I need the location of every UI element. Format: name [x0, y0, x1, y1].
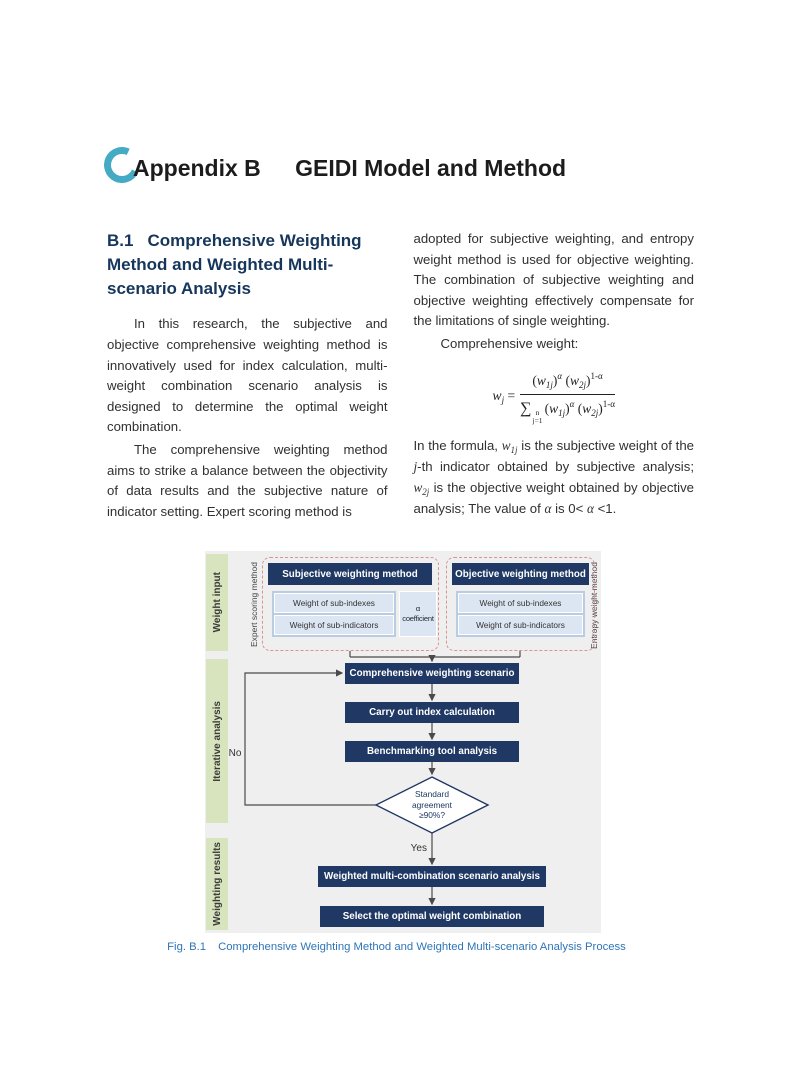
flowchart-figure: Weight input Iterative analysis Weightin…	[205, 551, 601, 933]
step-benchmarking-analysis: Benchmarking tool analysis	[345, 741, 519, 762]
stage-iterative-analysis: Iterative analysis	[206, 659, 228, 823]
step-weighted-multi-combination: Weighted multi-combination scenario anal…	[318, 866, 546, 887]
expert-scoring-method-label: Expert scoring method	[249, 562, 259, 648]
decision-standard-agreement: Standard agreement ≥90%?	[411, 789, 453, 821]
figure-caption: Fig. B.1 Comprehensive Weighting Method a…	[0, 941, 793, 953]
formula-numerator: (w1j)α (w2j)1-α	[520, 368, 615, 395]
appendix-title-row: Appendix B GEIDI Model and Method	[98, 141, 566, 192]
subjective-weighting-group	[262, 557, 439, 651]
section-heading-text: Comprehensive Weighting Method and Weigh…	[107, 231, 362, 299]
objective-sub-indexes: Weight of sub-indexes	[458, 593, 583, 613]
objective-weighting-header: Objective weighting method	[452, 563, 589, 585]
appendix-title-text: GEIDI Model and Method	[295, 155, 567, 181]
objective-weights-panel: Weight of sub-indexes Weight of sub-indi…	[456, 591, 585, 637]
no-label: No	[228, 748, 242, 759]
stage-weight-input: Weight input	[206, 554, 228, 651]
formula-lhs: wj =	[492, 388, 516, 406]
right-column: adopted for subjective weighting, and en…	[414, 229, 695, 524]
subjective-weights-panel: Weight of sub-indexes Weight of sub-indi…	[272, 591, 396, 637]
subjective-sub-indicators: Weight of sub-indicators	[274, 615, 394, 635]
subjective-sub-indexes: Weight of sub-indexes	[274, 593, 394, 613]
step-select-optimal-weight: Select the optimal weight combination	[320, 906, 544, 927]
subjective-weighting-header: Subjective weighting method	[268, 563, 432, 585]
body-paragraph: The comprehensive weighting method aims …	[107, 441, 388, 519]
yes-label: Yes	[410, 843, 427, 854]
step-comprehensive-weighting-scenario: Comprehensive weighting scenario	[345, 663, 519, 684]
step-index-calculation: Carry out index calculation	[345, 702, 519, 723]
objective-weighting-group	[446, 557, 595, 651]
stage-weighting-results: Weighting results	[206, 838, 228, 930]
body-paragraph: adopted for subjective weighting, and en…	[413, 231, 695, 329]
figure-caption-text: Comprehensive Weighting Method and Weigh…	[218, 941, 626, 953]
page-title: Appendix B GEIDI Model and Method	[133, 144, 566, 192]
figure-caption-label: Fig. B.1	[167, 941, 207, 953]
alpha-coefficient-box: α coefficient	[399, 591, 437, 637]
comprehensive-weight-label: Comprehensive weight:	[440, 335, 579, 351]
section-number: B.1	[107, 231, 134, 250]
objective-sub-indicators: Weight of sub-indicators	[458, 615, 583, 635]
body-paragraph: In this research, the subjective and obj…	[107, 316, 388, 435]
appendix-label: Appendix B	[133, 155, 261, 181]
body-paragraph: In the formula, w1j is the subjective we…	[413, 438, 695, 516]
